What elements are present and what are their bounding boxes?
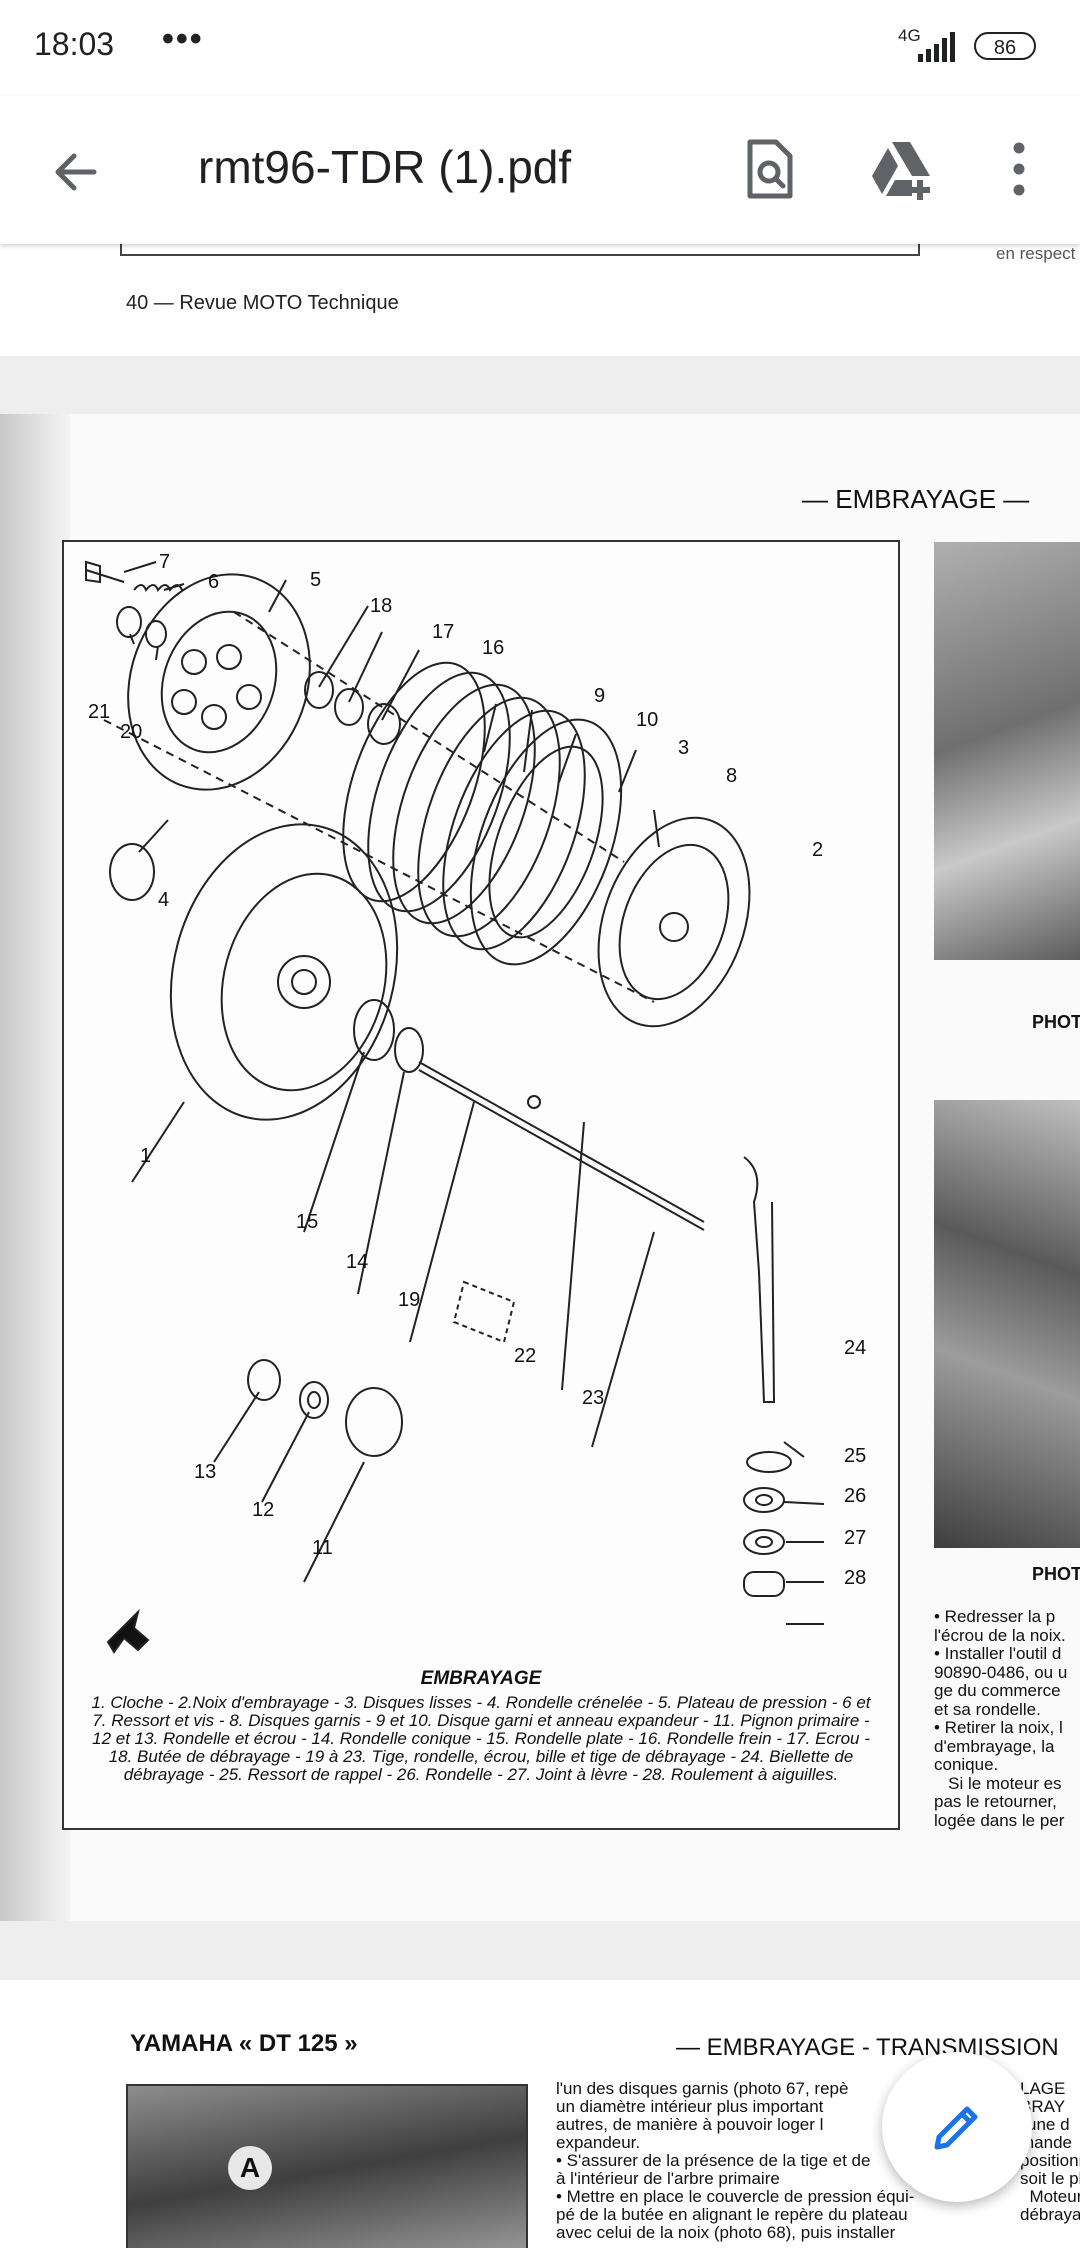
callout-1: 1 xyxy=(140,1145,151,1167)
find-in-document-icon[interactable] xyxy=(736,136,802,202)
pdf-page-40: en respect 40 — Revue MOTO Technique xyxy=(0,244,1080,356)
section-header: — EMBRAYAGE - TRANSMISSION xyxy=(676,2034,1059,2061)
pdf-page-41: — EMBRAYAGE — xyxy=(0,414,1080,1921)
callout-27: 27 xyxy=(844,1527,866,1549)
network-type: 4G xyxy=(898,26,921,45)
callout-13: 13 xyxy=(194,1461,216,1483)
photo-label-1: PHOT xyxy=(1032,1012,1080,1032)
edit-fab-button[interactable] xyxy=(882,2052,1032,2202)
clutch-exploded-diagram: 7 6 5 18 17 16 21 20 9 10 3 8 2 4 1 15 1… xyxy=(85,551,866,1654)
callout-4: 4 xyxy=(158,889,169,911)
photo-hands-clutch xyxy=(934,542,1080,960)
photo-marker-letter: A xyxy=(228,2146,272,2190)
page-body-text: l'un des disques garnis (photo 67, repè … xyxy=(556,2080,915,2242)
callout-8: 8 xyxy=(726,765,737,787)
callout-25: 25 xyxy=(844,1445,866,1467)
photo-label-2: PHOT xyxy=(1032,1564,1080,1584)
callout-17: 17 xyxy=(432,621,454,643)
callout-23: 23 xyxy=(582,1387,604,1409)
page-side-text: en respect xyxy=(996,244,1076,263)
exploded-diagram-frame: 7 6 5 18 17 16 21 20 9 10 3 8 2 4 1 15 1… xyxy=(62,540,900,1830)
add-to-drive-icon[interactable] xyxy=(868,136,934,202)
callout-7: 7 xyxy=(159,551,170,573)
callout-5: 5 xyxy=(310,569,321,591)
callout-2: 2 xyxy=(812,839,823,861)
edit-pencil-icon xyxy=(934,2106,978,2150)
document-title: rmt96-TDR (1).pdf xyxy=(198,141,572,193)
status-time: 18:03 xyxy=(34,26,115,62)
callout-12: 12 xyxy=(252,1499,274,1521)
status-bar: 18:03 ••• 4G 86 xyxy=(0,0,1080,96)
callout-15: 15 xyxy=(296,1211,318,1233)
scan-shadow xyxy=(0,414,70,1921)
page-side-column-text: LAGE BRAY l'une d mande positionn soit l… xyxy=(1020,2079,1080,2224)
page-side-column-text: • Redresser la p l'écrou de la noix. • I… xyxy=(934,1608,1068,1830)
callout-24: 24 xyxy=(844,1337,866,1359)
callout-9: 9 xyxy=(594,685,605,707)
app-bar: rmt96-TDR (1).pdf xyxy=(0,96,1080,244)
page-frame-edge xyxy=(120,244,920,256)
section-header: — EMBRAYAGE — xyxy=(802,484,1030,514)
callout-11: 11 xyxy=(312,1537,333,1559)
callout-3: 3 xyxy=(678,737,689,759)
photo-clutch-housing xyxy=(934,1100,1080,1548)
more-vert-icon[interactable] xyxy=(986,136,1052,202)
back-arrow-icon[interactable] xyxy=(44,140,108,204)
battery-indicator: 86 xyxy=(974,32,1036,60)
callout-16: 16 xyxy=(482,637,504,659)
callout-21: 21 xyxy=(88,701,110,723)
callout-22: 22 xyxy=(514,1345,536,1367)
callout-6: 6 xyxy=(208,571,219,593)
photo-engine-clutch: A xyxy=(126,2084,528,2248)
page-brand-title: YAMAHA « DT 125 » xyxy=(130,2030,358,2057)
diagram-caption-text: 1. Cloche - 2.Noix d'embrayage - 3. Disq… xyxy=(91,1693,871,1784)
diagram-caption-title: EMBRAYAGE xyxy=(420,1668,542,1689)
callout-14: 14 xyxy=(346,1251,368,1273)
callout-26: 26 xyxy=(844,1485,866,1507)
callout-20: 20 xyxy=(120,721,142,743)
page-footer: 40 — Revue MOTO Technique xyxy=(126,292,399,314)
callout-18: 18 xyxy=(370,595,392,617)
status-more-dots: ••• xyxy=(162,20,204,58)
signal-icon xyxy=(918,32,955,62)
callout-28: 28 xyxy=(844,1567,866,1589)
callout-19: 19 xyxy=(398,1289,420,1311)
callout-10: 10 xyxy=(636,709,658,731)
